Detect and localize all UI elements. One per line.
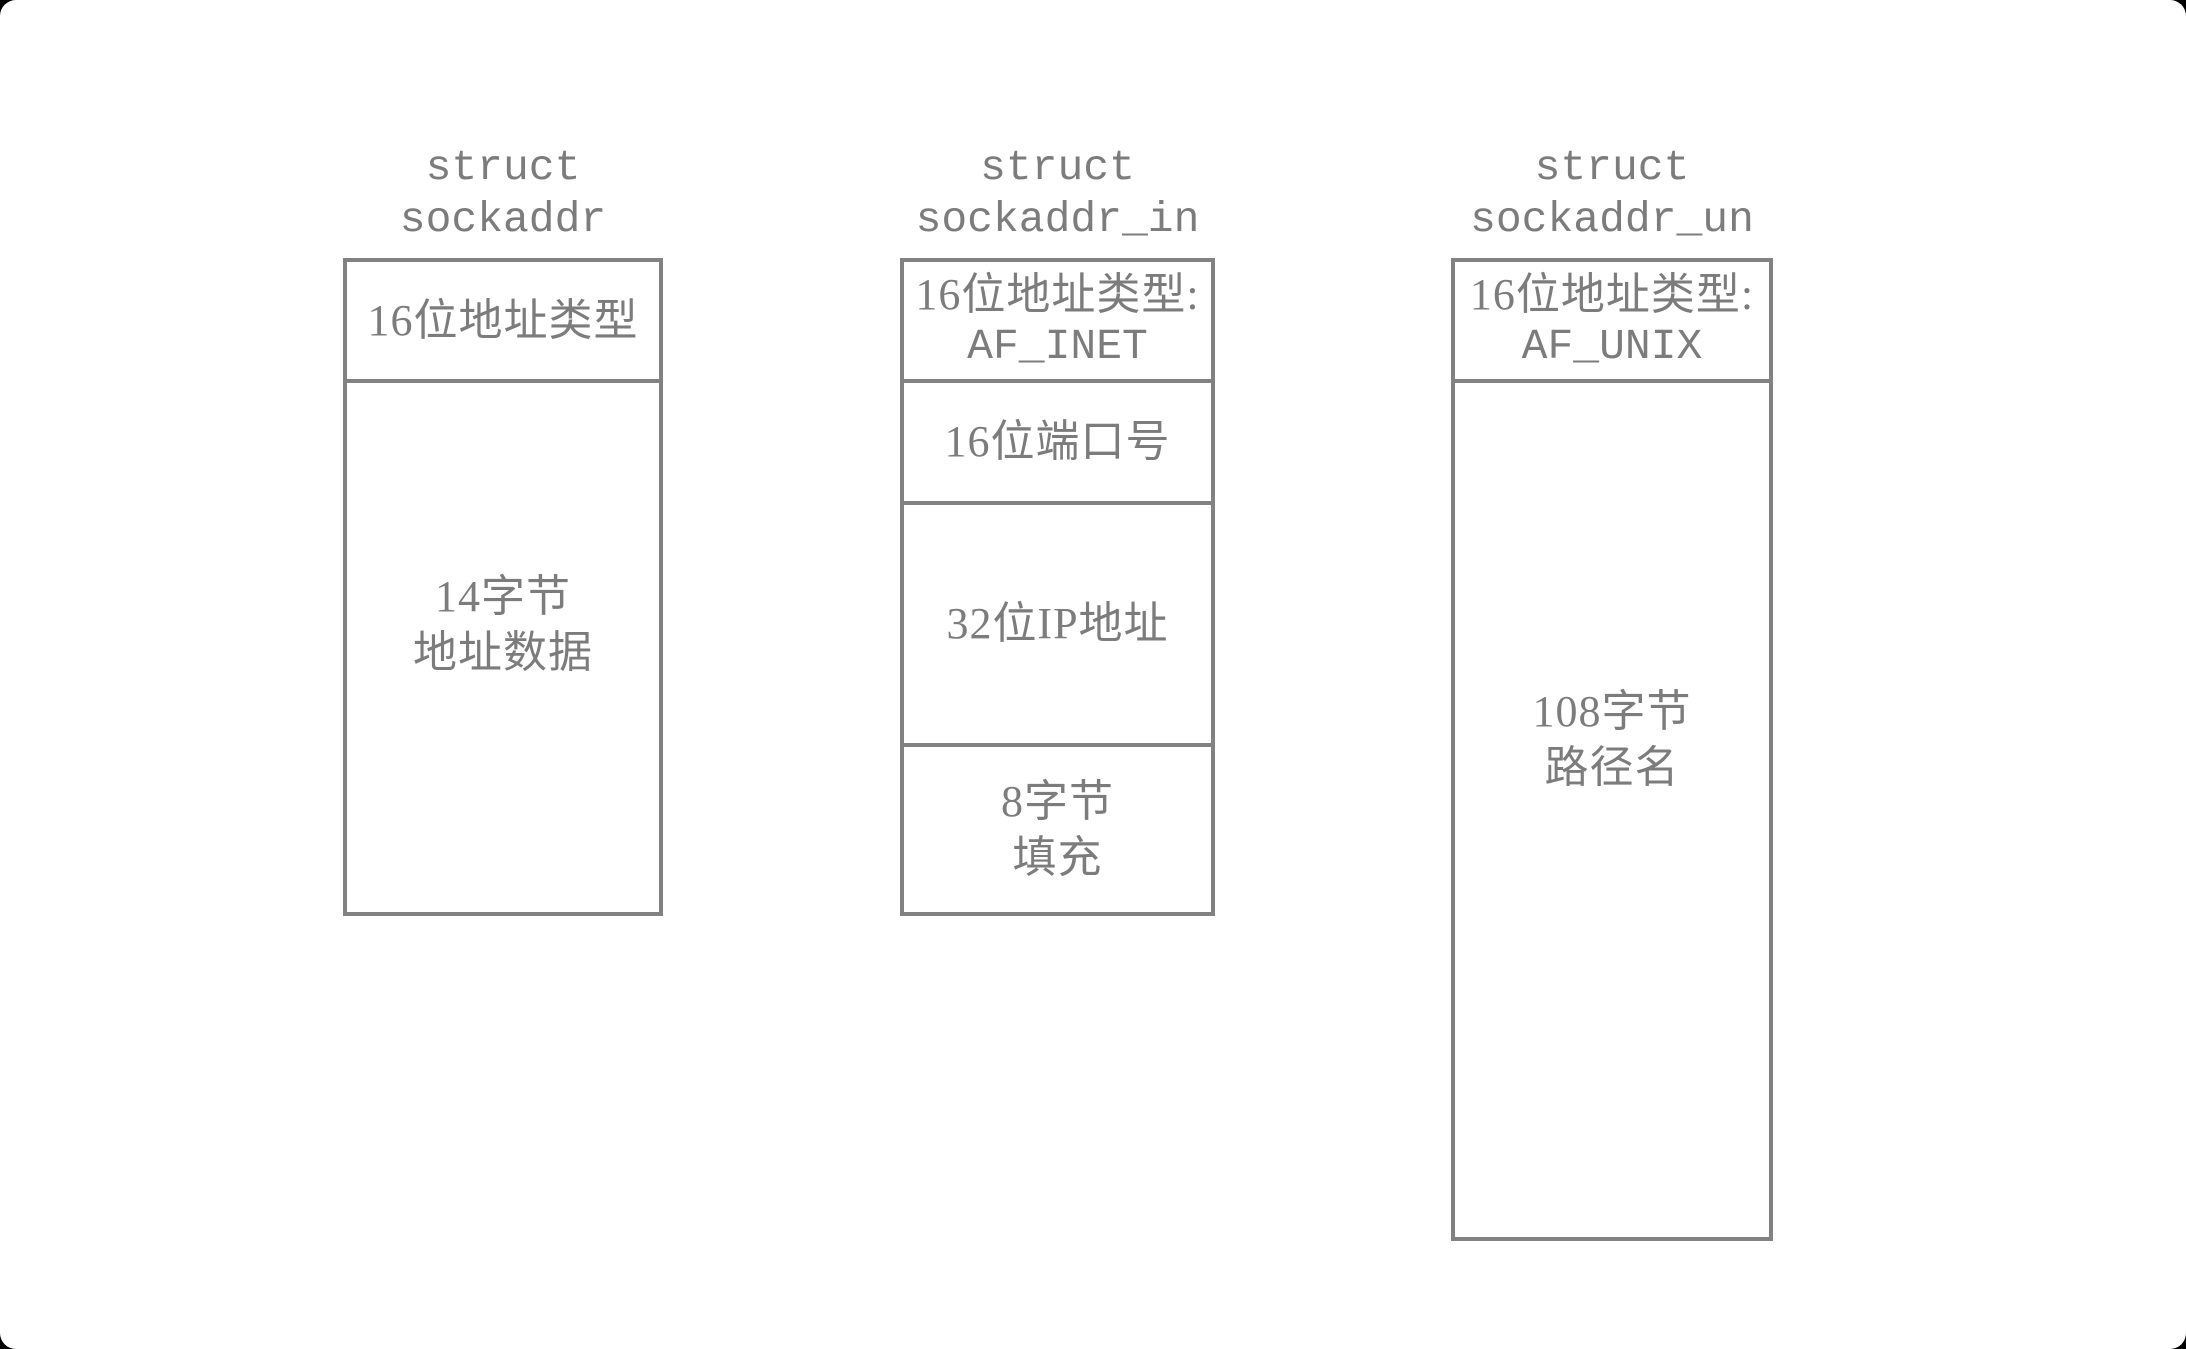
field-label: 16位地址类型: [915,269,1200,319]
field-label: 地址数据 [413,627,593,677]
field-label: 路径名 [1544,743,1680,792]
field-label: 108字节 [1532,687,1692,736]
sockaddr-field-family: 16位地址类型 [347,262,659,383]
sockaddr-in-field-padding: 8字节 填充 [904,747,1211,912]
sockaddr-in-field-port: 16位端口号 [904,383,1211,505]
title-line-1: struct [425,143,581,192]
sockaddr-field-data: 14字节 地址数据 [347,383,659,912]
field-label: 32位IP地址 [946,599,1169,648]
title-line-2: sockaddr_un [1470,195,1754,244]
sockaddr-in-struct-box: 16位地址类型: AF_INET 16位端口号 32位IP地址 8字节 填充 [900,258,1215,916]
field-label: 16位地址类型 [367,295,639,345]
field-label: 8字节 [1001,776,1114,826]
column-sockaddr-in: struct sockaddr_in 16位地址类型: AF_INET 16位端… [900,142,1215,916]
column-sockaddr-un-title: struct sockaddr_un [1451,142,1773,246]
title-line-2: sockaddr [399,195,607,244]
sockaddr-in-field-ip: 32位IP地址 [904,505,1211,747]
sockaddr-un-field-path: 108字节 路径名 [1455,383,1769,1237]
column-sockaddr-un: struct sockaddr_un 16位地址类型: AF_UNIX 108字… [1451,142,1773,1241]
field-value-af-inet: AF_INET [967,321,1148,371]
field-value-af-unix: AF_UNIX [1521,321,1703,371]
sockaddr-un-struct-box: 16位地址类型: AF_UNIX 108字节 路径名 [1451,258,1773,1241]
title-line-1: struct [980,143,1135,192]
field-label: 16位端口号 [944,417,1171,466]
sockaddr-un-field-family: 16位地址类型: AF_UNIX [1455,262,1769,383]
sockaddr-struct-box: 16位地址类型 14字节 地址数据 [343,258,663,916]
sockaddr-in-field-family: 16位地址类型: AF_INET [904,262,1211,383]
column-sockaddr-in-title: struct sockaddr_in [900,142,1215,246]
field-label: 16位地址类型: [1469,269,1755,319]
title-line-2: sockaddr_in [915,195,1200,244]
field-label: 填充 [1012,832,1103,882]
column-sockaddr: struct sockaddr 16位地址类型 14字节 地址数据 [343,142,663,916]
column-sockaddr-title: struct sockaddr [343,142,663,246]
title-line-1: struct [1534,143,1690,192]
field-label: 14字节 [435,571,571,621]
